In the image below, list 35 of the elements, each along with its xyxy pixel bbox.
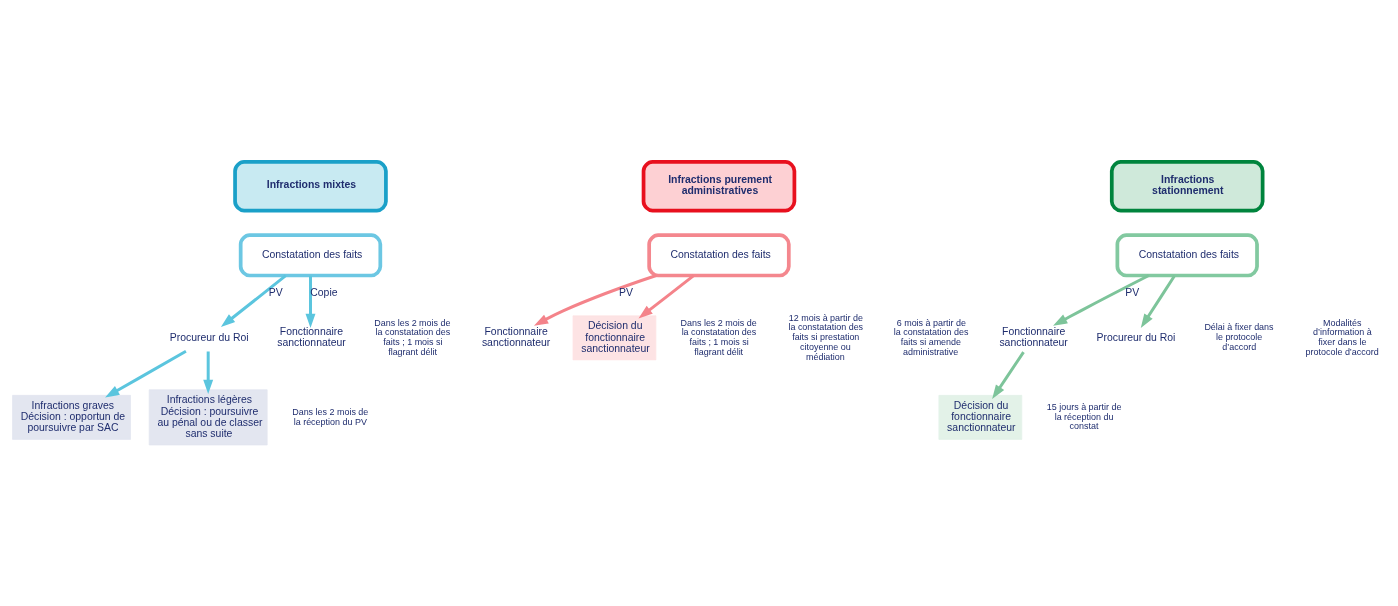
node-text: Fonctionnaire sanctionnateur (999, 325, 1068, 348)
node-box: Décision du fonctionnaire sanctionnateur (572, 314, 657, 360)
label: Dans les 2 mois de la réception du PV (292, 406, 369, 427)
label: 15 jours à partir de la réception du constat (1046, 401, 1122, 431)
arrow (992, 350, 1025, 399)
edge-label: PV (619, 286, 633, 298)
arrow (1053, 273, 1150, 326)
edge-label: PV (268, 286, 283, 298)
label: Délai à fixer dans le protocole d’accord (1204, 321, 1274, 352)
label: 12 mois à partir de la constatation des faits si prestation citoyenne ou médiation (788, 312, 864, 362)
node-box: Décision du fonctionnaire sanctionnateur (938, 394, 1023, 440)
node-box: Constatation des faits (238, 232, 383, 277)
node-box: Constatation des faits (647, 232, 791, 277)
node-box: Constatation des faits (1115, 232, 1259, 277)
label: Dans les 2 mois de la constatation des faits ; 1 mois si flagrant délit (374, 317, 451, 357)
node-text: Procureur du Roi (1096, 331, 1176, 343)
node-text: Procureur du Roi (169, 331, 249, 343)
label: 6 mois à partir de la constatation des faits si amende administrative (893, 317, 969, 357)
arrow (638, 274, 695, 318)
arrow (1140, 274, 1176, 328)
label: Modalités d’information à fixer dans le protocole d’accord (1305, 317, 1379, 357)
node-box: Infractions purement administratives (641, 159, 797, 212)
arrow (105, 349, 187, 397)
node-text: Fonctionnaire sanctionnateur (277, 325, 346, 348)
edge-label: PV (1125, 286, 1140, 298)
arrow (305, 275, 316, 328)
node-box: Infractions graves Décision : opportun de poursuivre par SAC (12, 394, 131, 440)
node-box: Infractions mixtes (233, 159, 388, 212)
label: Dans les 2 mois de la constatation des faits ; 1 mois si flagrant délit (680, 317, 757, 357)
node-box: Infractions stationnement (1109, 159, 1265, 212)
arrow (220, 274, 287, 327)
node-box: Infractions légères Décision : poursuivre au pénal ou de classer sans suite (148, 388, 268, 445)
arrow (533, 273, 657, 326)
arrow (203, 351, 214, 394)
node-text: Fonctionnaire sanctionnateur (481, 325, 551, 348)
